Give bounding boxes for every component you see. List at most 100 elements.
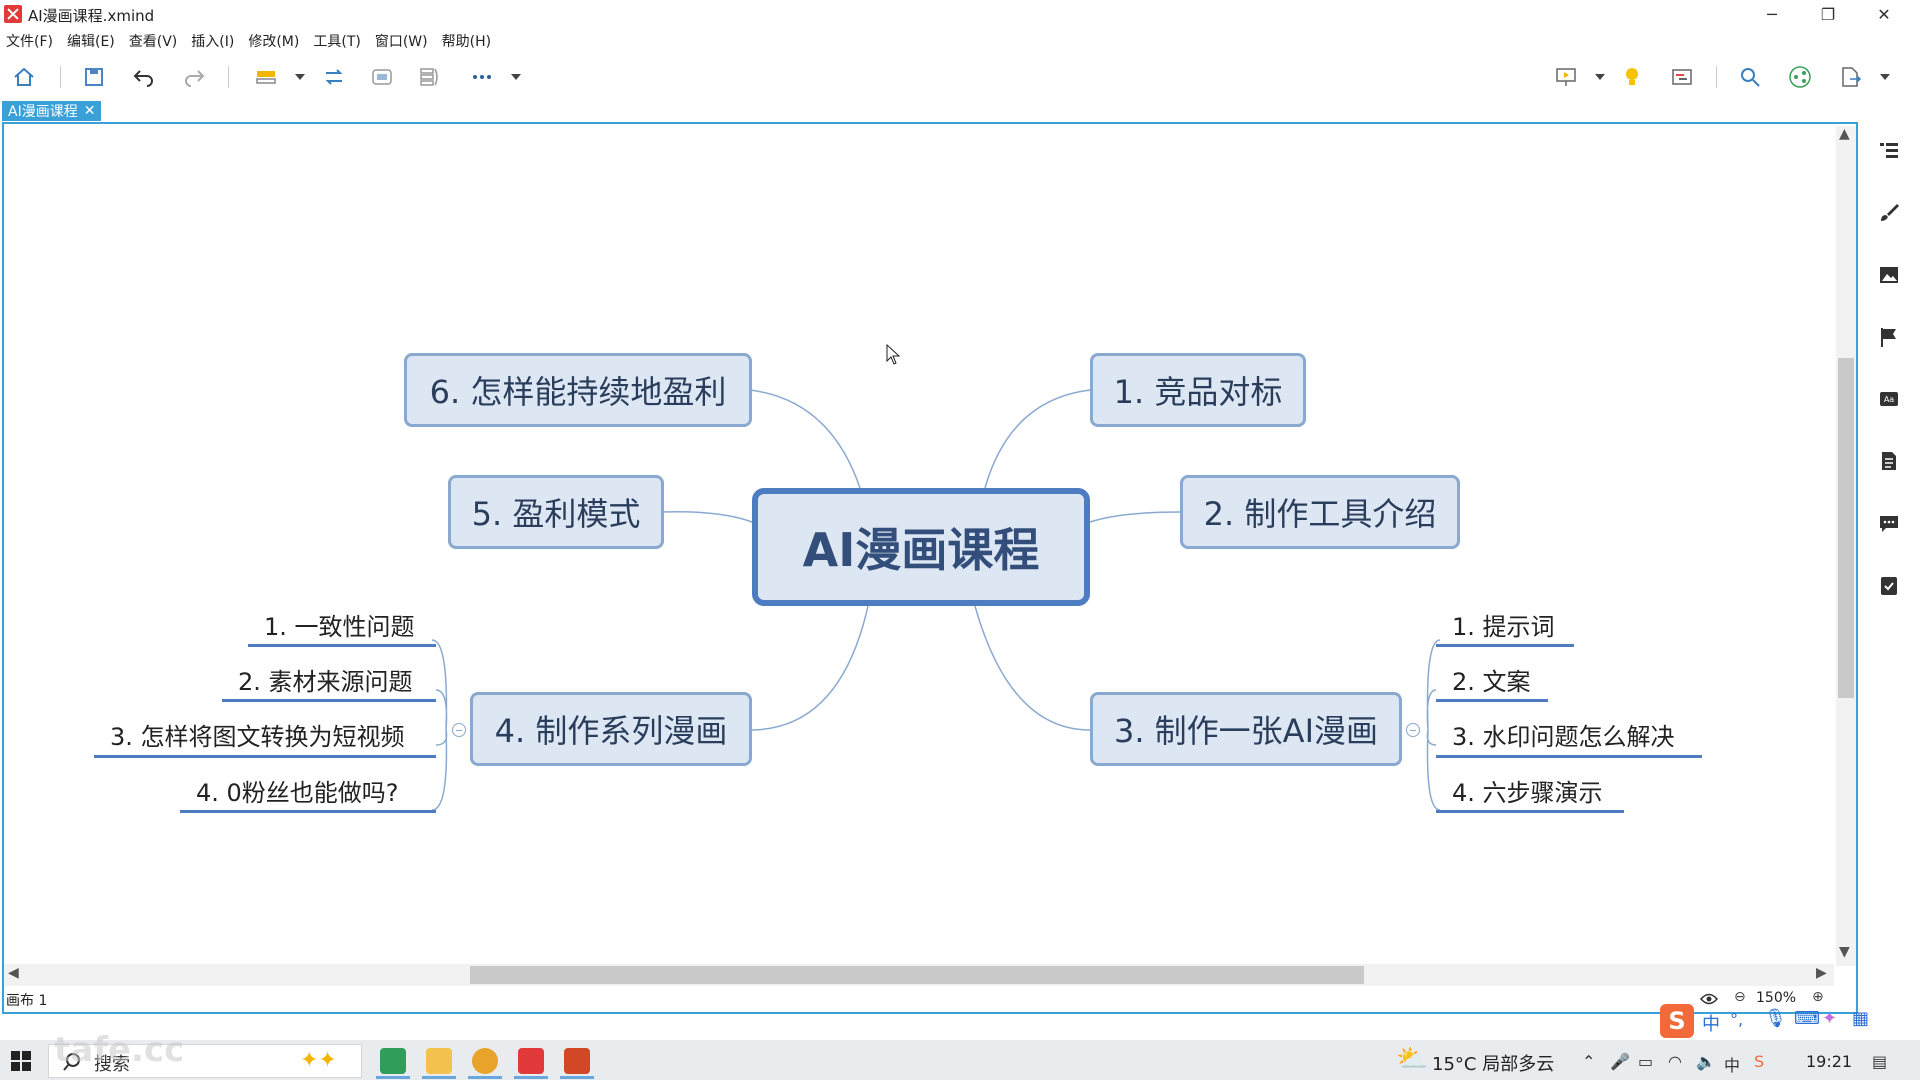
export-button[interactable] [1836,64,1864,90]
subtopic-six-steps[interactable]: 4. 六步骤演示 [1452,779,1603,807]
insert-topic-button[interactable] [252,64,280,90]
wifi-icon[interactable]: ◠ [1668,1052,1682,1071]
chevron-down-icon[interactable] [1595,74,1605,80]
summary-button[interactable] [416,64,444,90]
restore-button[interactable]: ❐ [1820,4,1836,24]
weather-text[interactable]: 15°C 局部多云 [1432,1054,1555,1075]
redo-button[interactable] [180,64,208,90]
image-panel-button[interactable] [1876,262,1902,288]
relationship-button[interactable] [320,64,348,90]
minimize-button[interactable]: ─ [1767,4,1777,24]
topic-competitor-benchmark[interactable]: 1. 竞品对标 [1090,353,1306,427]
microphone-icon[interactable]: 🎙 [1764,1008,1787,1029]
topic-make-series[interactable]: 4. 制作系列漫画 [470,692,752,766]
toolbox-icon[interactable]: ▦ [1852,1008,1870,1029]
subtopic-underline [1436,644,1574,647]
scroll-left-icon[interactable]: ◀ [8,965,19,981]
menu-view[interactable]: 查看(V) [128,34,178,50]
tab-ai-comic-course[interactable]: AI漫画课程 ✕ [2,101,102,121]
share-button[interactable] [1786,64,1814,90]
file-explorer-icon[interactable] [426,1048,452,1074]
edge-browser-icon[interactable] [380,1048,406,1074]
menu-edit[interactable]: 编辑(E) [66,34,115,50]
ime-tray-icon[interactable]: 中 [1724,1056,1741,1075]
search-icon [63,1053,80,1071]
search-button[interactable] [1736,64,1764,90]
topic-tools-intro[interactable]: 2. 制作工具介绍 [1180,475,1460,549]
chevron-down-icon[interactable] [511,74,521,80]
taskbar-search-box[interactable] [48,1044,362,1078]
save-button[interactable] [80,64,108,90]
zoom-out-icon[interactable]: ⊖ [1734,989,1746,1005]
outline-panel-button[interactable] [1876,138,1902,164]
windows-start-icon[interactable] [10,1050,32,1072]
task-panel-button[interactable] [1876,572,1902,598]
format-panel-button[interactable] [1876,200,1902,226]
boundary-button[interactable] [368,64,396,90]
xmind-app-icon[interactable] [518,1048,544,1074]
brainstorm-button[interactable] [1618,64,1646,90]
menu-help[interactable]: 帮助(H) [441,34,492,50]
keyboard-icon[interactable]: ⌨ [1794,1008,1820,1029]
sogou-ime-logo-icon[interactable]: S [1660,1004,1694,1038]
comments-panel-button[interactable] [1876,510,1902,536]
scroll-down-icon[interactable]: ▼ [1839,944,1850,960]
tray-expand-icon[interactable]: ⌃ [1582,1052,1596,1071]
menu-modify[interactable]: 修改(M) [248,34,300,50]
zoom-in-icon[interactable]: ⊕ [1812,989,1824,1005]
subtopic-underline [180,810,436,813]
collapse-toggle-t4[interactable] [452,723,466,737]
weather-cloud-icon[interactable]: ⛅ [1396,1044,1429,1074]
zoom-level[interactable]: 150% [1756,990,1797,1006]
subtopic-consistency[interactable]: 1. 一致性问题 [264,613,415,641]
topic-profit-model[interactable]: 5. 盈利模式 [448,475,664,549]
gantt-button[interactable] [1668,64,1696,90]
scroll-up-icon[interactable]: ▲ [1839,126,1850,142]
menu-insert[interactable]: 插入(I) [191,34,235,50]
tab-close-icon[interactable]: ✕ [83,103,96,119]
subtopic-material-source[interactable]: 2. 素材来源问题 [238,668,413,696]
subtopic-prompt[interactable]: 1. 提示词 [1452,613,1555,641]
subtopic-watermark[interactable]: 3. 水印问题怎么解决 [1452,723,1675,751]
menu-tools[interactable]: 工具(T) [313,34,361,50]
taskbar-clock[interactable]: 19:21 [1806,1052,1853,1071]
horizontal-scroll-thumb[interactable] [470,966,1364,984]
menu-file[interactable]: 文件(F) [6,34,53,50]
topic-make-one-comic[interactable]: 3. 制作一张AI漫画 [1090,692,1402,766]
vertical-scroll-thumb[interactable] [1838,358,1854,698]
eye-icon[interactable] [1700,992,1718,1006]
chevron-down-icon[interactable] [295,74,305,80]
subtopic-zero-fans[interactable]: 4. 0粉丝也能做吗? [196,779,399,807]
more-button[interactable] [468,64,496,90]
volume-icon[interactable]: 🔈 [1696,1052,1716,1071]
sogou-tray-icon[interactable]: S [1754,1052,1765,1071]
battery-icon[interactable]: ▭ [1638,1052,1654,1071]
status-bar [0,988,1860,1012]
central-topic[interactable]: AI漫画课程 [752,488,1090,606]
chevron-down-icon[interactable] [1880,74,1890,80]
boundary-icon [372,69,392,85]
undo-button[interactable] [130,64,158,90]
markers-panel-button[interactable] [1876,324,1902,350]
punctuation-icon[interactable]: °, [1730,1010,1744,1029]
microphone-tray-icon[interactable]: 🎤 [1610,1052,1630,1071]
ime-mode-chinese[interactable]: 中 [1702,1014,1720,1035]
notification-icon[interactable]: ▤ [1872,1052,1888,1071]
subtopic-underline [1436,810,1624,813]
home-button[interactable] [10,64,38,90]
sheet-tab[interactable]: 画布 1 [6,993,48,1009]
subtopic-copywriting[interactable]: 2. 文案 [1452,668,1531,696]
presentation-button[interactable] [1552,64,1580,90]
powerpoint-app-icon[interactable] [564,1048,590,1074]
chrome-browser-icon[interactable] [472,1048,498,1074]
menu-window[interactable]: 窗口(W) [374,34,428,50]
stickers-panel-button[interactable]: Aa [1876,386,1902,412]
skin-icon[interactable]: ✦ [1822,1008,1838,1029]
close-button[interactable]: ✕ [1877,4,1891,24]
collapse-toggle-t3[interactable] [1406,723,1420,737]
topic-sustain-profit[interactable]: 6. 怎样能持续地盈利 [404,353,752,427]
scroll-right-icon[interactable]: ▶ [1816,965,1827,981]
more-icon [473,75,491,79]
subtopic-to-short-video[interactable]: 3. 怎样将图文转换为短视频 [110,723,405,751]
notes-panel-button[interactable] [1876,448,1902,474]
